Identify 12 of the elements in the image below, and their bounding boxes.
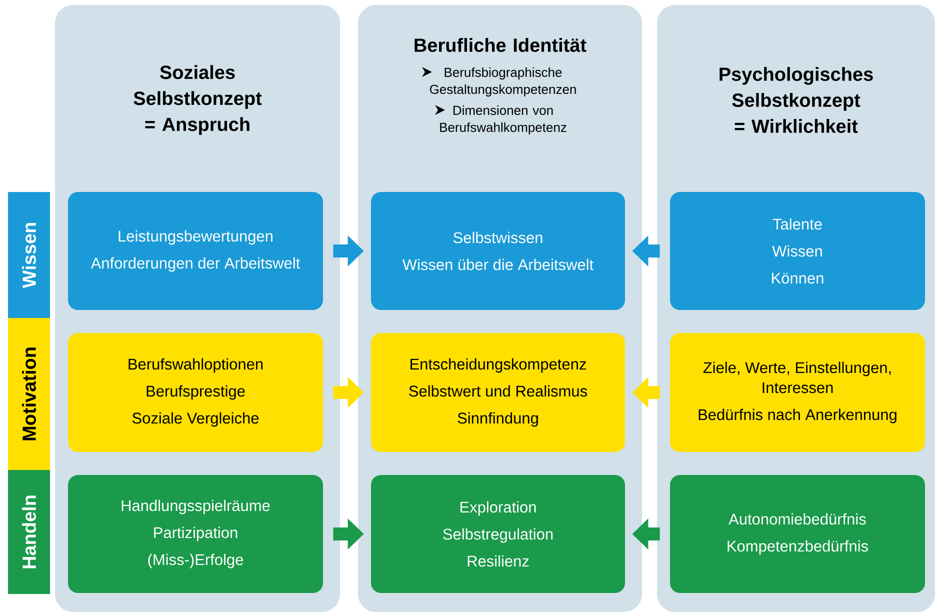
content-box: Exploration Selbstregulation Resilienz [371, 474, 625, 593]
row-label: Motivation [8, 318, 50, 470]
row-label: Handeln [8, 470, 50, 594]
content-box: Entscheidungskompetenz Selbstwert und Realismus Sinnfindung [371, 332, 625, 452]
content-box: Berufswahloptionen Berufsprestige Soziale Vergleiche [68, 332, 323, 452]
content-box: Handlungsspielräume Partizipation (Miss-)Erfolge [68, 474, 323, 593]
content-box: Autonomiebedürfnis Kompetenzbedürfnis [670, 474, 925, 593]
content-box: Talente Wissen Können [670, 192, 925, 310]
content-box: Ziele, Werte, Einstellungen, Interessen Bedürfnis nach Anerkennung [670, 332, 925, 452]
content-box: Leistungsbewertungen Anforderungen der Arbeitswelt [68, 192, 323, 310]
content-box: Selbstwissen Wissen über die Arbeitswelt [371, 192, 625, 310]
row-label: Wissen [8, 192, 50, 318]
